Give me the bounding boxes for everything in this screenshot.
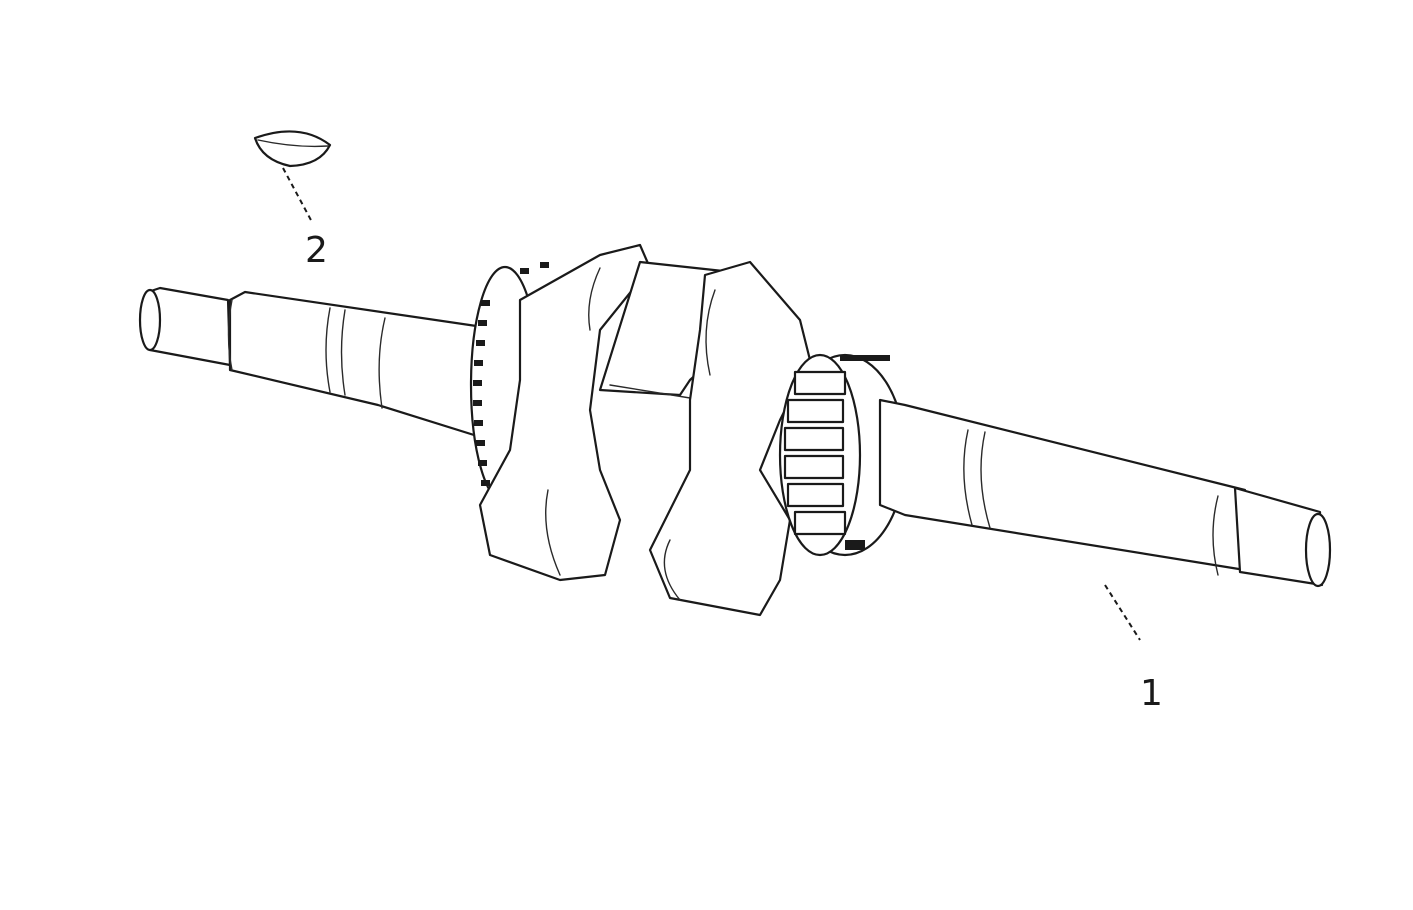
right-gear-teeth xyxy=(783,355,890,550)
woodruff-key xyxy=(253,130,332,168)
left-gear-teeth xyxy=(473,262,549,486)
leader-line-2 xyxy=(282,167,313,223)
label-1: 1 xyxy=(1140,673,1163,714)
crankshaft xyxy=(138,243,1332,617)
leader-line-1 xyxy=(1104,584,1141,641)
label-2: 2 xyxy=(305,230,328,271)
